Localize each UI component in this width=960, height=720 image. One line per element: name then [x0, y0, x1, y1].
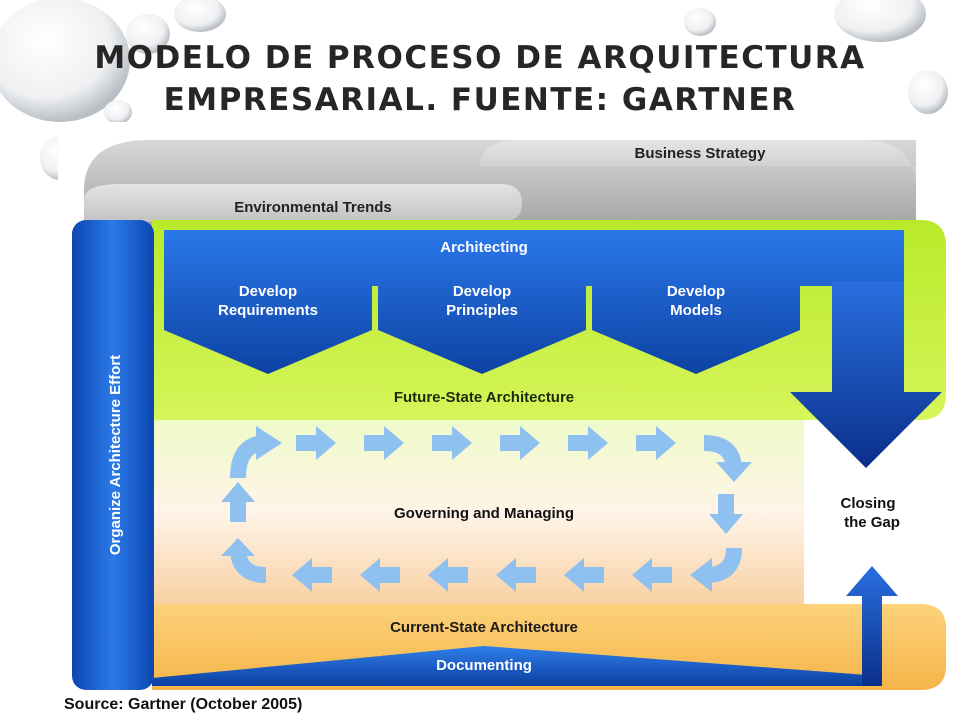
closing-gap-line-1: Closing [841, 495, 896, 512]
droplet [126, 14, 170, 54]
slide-title-line-1: MODELO DE PROCESO DE ARQUITECTURA [94, 40, 866, 76]
droplet [174, 0, 226, 32]
documenting-label: Documenting [436, 657, 532, 674]
step-1-line-1: Develop [239, 283, 297, 300]
droplet [908, 70, 948, 114]
architecting-panel [164, 230, 904, 388]
droplet [0, 0, 130, 122]
cycle-corner-arrow-head [690, 558, 712, 592]
cycle-corner-arrow-head [221, 538, 255, 556]
step-3-line-2: Models [670, 302, 722, 319]
documenting-band [152, 646, 880, 686]
step-2-line-2: Principles [446, 302, 518, 319]
cycle-corner-arrow-head [256, 426, 282, 460]
governing-cycle-arrows [221, 426, 752, 592]
business-strategy-label: Business Strategy [635, 145, 767, 162]
closing-gap-down-arrow [790, 282, 942, 468]
step-2-line-1: Develop [453, 283, 511, 300]
droplet [684, 8, 716, 36]
step-1-line-2: Requirements [218, 302, 318, 319]
closing-gap-up-arrow [846, 566, 898, 686]
droplet [104, 100, 132, 124]
governing-label: Governing and Managing [394, 505, 574, 522]
current-state-label: Current-State Architecture [390, 619, 578, 636]
organize-effort-bar [72, 220, 154, 690]
source-caption: Source: Gartner (October 2005) [64, 696, 303, 713]
slide-title-line-2: EMPRESARIAL. FUENTE: GARTNER [163, 82, 797, 118]
environmental-trends-tab [84, 184, 522, 222]
architecting-label: Architecting [440, 239, 528, 256]
organize-effort-label: Organize Architecture Effort [107, 355, 124, 555]
closing-gap-line-2: the Gap [844, 514, 900, 531]
business-strategy-tab [480, 140, 916, 190]
environmental-trends-label: Environmental Trends [234, 199, 392, 216]
cycle-corner-arrow-head [716, 462, 752, 482]
step-3-line-1: Develop [667, 283, 725, 300]
future-state-label: Future-State Architecture [394, 389, 574, 406]
droplet [834, 0, 926, 42]
